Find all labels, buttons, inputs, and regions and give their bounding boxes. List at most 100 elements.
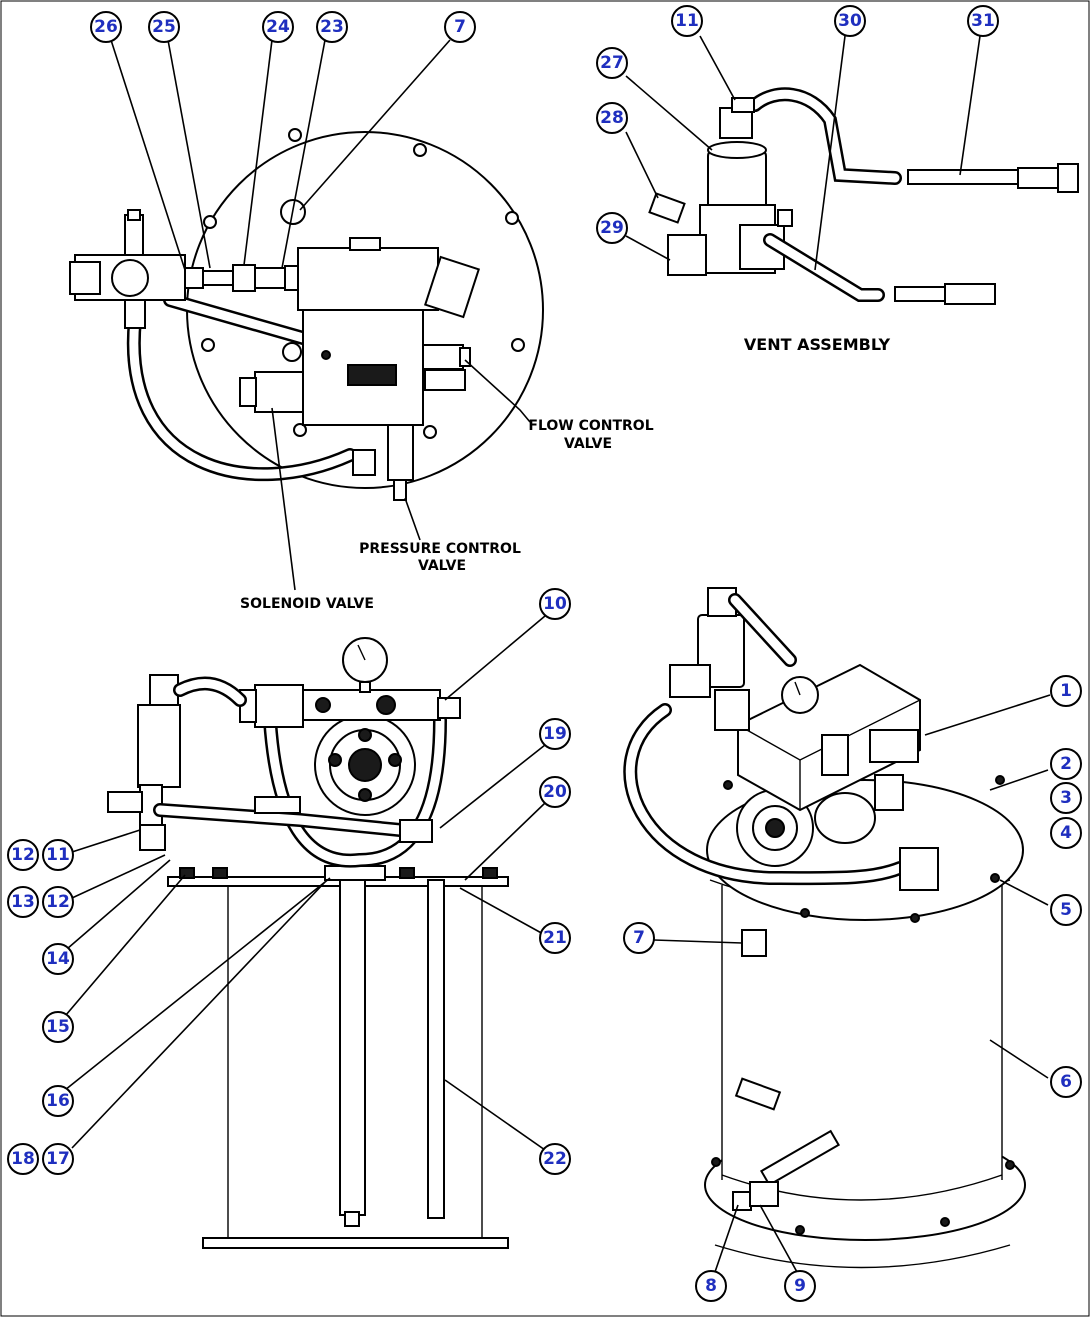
svg-text:12: 12 (11, 845, 35, 865)
callout-29[interactable]: 29 (596, 212, 628, 244)
flow-control-label-2: VALVE (564, 436, 612, 452)
vent-assembly: VENT ASSEMBLY (625, 35, 1079, 354)
reservoir-isometric-view (623, 587, 1051, 1273)
drain-plug (732, 1191, 752, 1211)
callout-9[interactable]: 9 (784, 1270, 816, 1302)
svg-text:18: 18 (11, 1149, 35, 1169)
callout-28[interactable]: 28 (596, 102, 628, 134)
solenoid-valve (254, 371, 304, 413)
iso-valve-block (869, 729, 919, 763)
callouts: 26 25 24 23 7 11 30 31 27 28 29 10 19 20… (7, 5, 1082, 1302)
pressure-switch (423, 255, 481, 319)
bolt-hole (423, 425, 437, 439)
reservoir-side-view (59, 615, 546, 1249)
bolt-hole (511, 338, 525, 352)
callout-6[interactable]: 6 (1050, 1066, 1082, 1098)
bolt-hole (413, 143, 427, 157)
callout-31[interactable]: 31 (967, 5, 999, 37)
bolt-hole (201, 338, 215, 352)
callout-11-side[interactable]: 11 (42, 839, 74, 871)
vent-solenoid (707, 149, 767, 213)
callout-16[interactable]: 16 (42, 1085, 74, 1117)
callout-10[interactable]: 10 (539, 588, 571, 620)
callout-5[interactable]: 5 (1050, 894, 1082, 926)
pump-mount (324, 865, 386, 881)
pressure-control-valve (387, 424, 414, 481)
nameplate (347, 364, 397, 386)
svg-text:10: 10 (543, 594, 567, 614)
callout-3[interactable]: 3 (1050, 782, 1082, 814)
callout-23[interactable]: 23 (316, 11, 348, 43)
svg-text:11: 11 (675, 11, 699, 31)
manifold-top-view: FLOW CONTROL VALVE PRESSURE CONTROL VALV… (69, 39, 654, 612)
bolt-hole (505, 211, 519, 225)
vent-coil (667, 234, 707, 276)
callout-14[interactable]: 14 (42, 943, 74, 975)
breather (741, 929, 767, 957)
svg-text:8: 8 (705, 1276, 717, 1296)
svg-text:4: 4 (1060, 823, 1072, 843)
callout-4[interactable]: 4 (1050, 817, 1082, 849)
callout-12-upper[interactable]: 12 (7, 839, 39, 871)
svg-text:25: 25 (152, 17, 176, 37)
svg-text:1: 1 (1060, 681, 1072, 701)
tank-base (202, 1237, 509, 1249)
svg-text:6: 6 (1060, 1072, 1072, 1092)
return-tube (427, 879, 445, 1219)
callout-17[interactable]: 17 (42, 1143, 74, 1175)
svg-text:11: 11 (46, 845, 70, 865)
svg-text:3: 3 (1060, 788, 1072, 808)
svg-text:9: 9 (794, 1276, 806, 1296)
pickup-tube (339, 879, 366, 1216)
svg-text:22: 22 (543, 1149, 567, 1169)
hex-fitting (232, 264, 256, 292)
svg-text:19: 19 (543, 724, 567, 744)
callout-7-top[interactable]: 7 (444, 11, 476, 43)
callout-15[interactable]: 15 (42, 1011, 74, 1043)
filter (137, 704, 181, 788)
drain-pipe (759, 1129, 841, 1187)
svg-text:2: 2 (1060, 754, 1072, 774)
vent-hose-assembly (907, 169, 1019, 185)
callout-19[interactable]: 19 (539, 718, 571, 750)
callout-27[interactable]: 27 (596, 47, 628, 79)
svg-text:29: 29 (600, 218, 624, 238)
svg-text:31: 31 (971, 11, 995, 31)
callout-21[interactable]: 21 (539, 922, 571, 954)
flow-control-label-1: FLOW CONTROL (528, 418, 653, 434)
callout-1[interactable]: 1 (1050, 675, 1082, 707)
svg-text:26: 26 (94, 17, 118, 37)
pressure-control-label-1: PRESSURE CONTROL (359, 541, 521, 557)
tank-nameplate (734, 1077, 782, 1111)
callout-20[interactable]: 20 (539, 776, 571, 808)
solenoid-valve-label: SOLENOID VALVE (240, 596, 374, 612)
callout-26[interactable]: 26 (90, 11, 122, 43)
svg-text:20: 20 (543, 782, 567, 802)
callout-30[interactable]: 30 (834, 5, 866, 37)
svg-text:15: 15 (46, 1017, 70, 1037)
svg-text:13: 13 (11, 892, 35, 912)
svg-text:28: 28 (600, 108, 624, 128)
bolt-hole (293, 423, 307, 437)
callout-2[interactable]: 2 (1050, 748, 1082, 780)
callout-24[interactable]: 24 (262, 11, 294, 43)
callout-11-vent[interactable]: 11 (671, 5, 703, 37)
svg-text:12: 12 (46, 892, 70, 912)
breather-plug (648, 192, 686, 224)
svg-text:7: 7 (633, 928, 645, 948)
callout-8[interactable]: 8 (695, 1270, 727, 1302)
callout-7-iso[interactable]: 7 (623, 922, 655, 954)
svg-text:23: 23 (320, 17, 344, 37)
svg-text:30: 30 (838, 11, 862, 31)
callout-25[interactable]: 25 (148, 11, 180, 43)
callout-18[interactable]: 18 (7, 1143, 39, 1175)
svg-text:7: 7 (454, 17, 466, 37)
manifold-block-upper (297, 247, 439, 311)
callout-22[interactable]: 22 (539, 1143, 571, 1175)
svg-text:17: 17 (46, 1149, 70, 1169)
svg-text:14: 14 (46, 949, 70, 969)
callout-12-lower[interactable]: 12 (42, 886, 74, 918)
callout-13[interactable]: 13 (7, 886, 39, 918)
